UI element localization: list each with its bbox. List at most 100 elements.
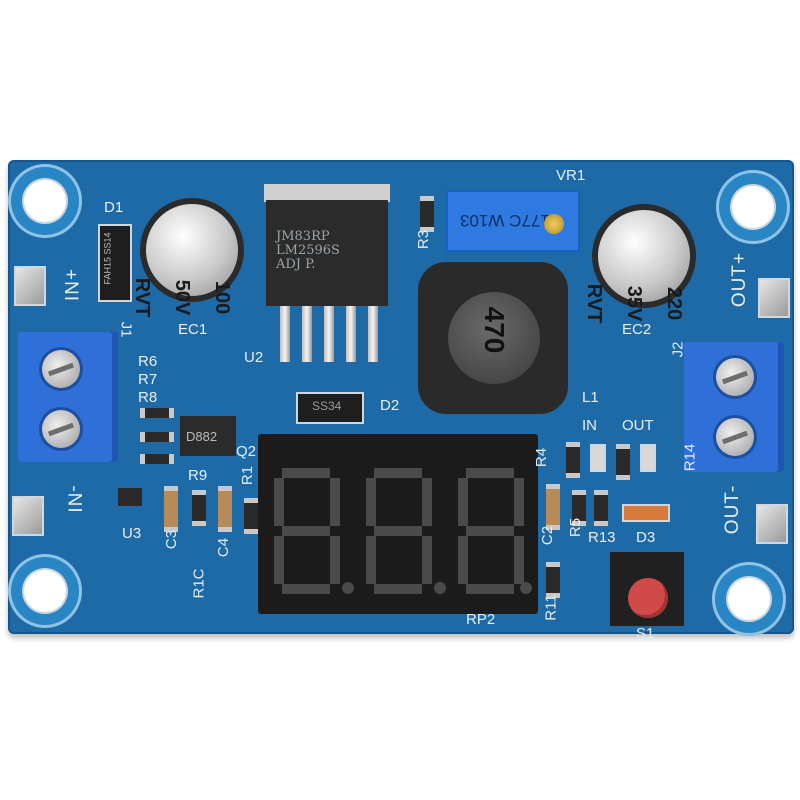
screw-icon[interactable] <box>42 350 80 388</box>
cap1-line3: RVT <box>131 277 153 318</box>
label-j2: J2 <box>669 341 687 358</box>
segment <box>514 478 524 526</box>
inductor-l1: 470 <box>418 262 568 414</box>
regulator-ic <box>266 200 388 306</box>
screw-icon[interactable] <box>42 410 80 448</box>
decimal-point <box>520 582 532 594</box>
label-r3: R3 <box>415 229 433 250</box>
label-s1: S1 <box>636 625 655 642</box>
cap2-line3: RVT <box>583 283 605 324</box>
segment <box>330 536 340 584</box>
capacitor-value: 100 50V RVT <box>131 252 252 332</box>
screw-icon[interactable] <box>716 418 754 456</box>
label-rp2: RP2 <box>466 611 496 628</box>
smd-resistor <box>616 444 630 480</box>
regulator-line1: JM83RP <box>276 229 330 244</box>
regulator-pin <box>368 306 378 362</box>
regulator-marking: JM83RP LM2596S ADJ P. <box>276 230 340 272</box>
regulator-tab <box>264 184 390 202</box>
inductor-core <box>448 292 540 384</box>
cap1-line2: 50V <box>171 279 193 316</box>
segment <box>458 478 468 526</box>
cap2-line2: 35V <box>623 285 645 322</box>
label-d2: D2 <box>380 397 400 414</box>
segment <box>514 536 524 584</box>
label-r14: R14 <box>681 443 699 472</box>
smd-transistor-u3 <box>118 488 142 506</box>
label-r6: R6 <box>138 353 158 370</box>
label-d1: D1 <box>104 199 124 216</box>
label-c3: C3 <box>163 529 181 550</box>
label-c2: C2 <box>539 525 557 546</box>
smd-resistor <box>140 408 174 418</box>
label-r9: R9 <box>188 467 208 484</box>
label-vr1: VR1 <box>556 167 586 184</box>
segment <box>282 468 330 478</box>
diode-d3 <box>622 504 670 522</box>
solder-pad <box>758 278 790 318</box>
segment <box>374 468 422 478</box>
inductor-value: 470 <box>479 306 510 354</box>
smd-resistor <box>140 432 174 442</box>
input-positive-label: +NI <box>60 268 82 303</box>
segment <box>374 526 422 536</box>
label-c4: C4 <box>215 537 233 558</box>
output-negative-label: OUT- <box>722 484 744 535</box>
regulator-pin <box>346 306 356 362</box>
label-l1: L1 <box>582 389 599 406</box>
regulator-pin <box>324 306 334 362</box>
cap2-line1: 220 <box>663 286 685 321</box>
label-j1: J1 <box>117 321 135 338</box>
smd-resistor <box>546 562 560 598</box>
segment <box>330 478 340 526</box>
trimmer-potentiometer[interactable]: 177C W103 <box>446 190 580 252</box>
solder-pad <box>14 266 46 306</box>
decimal-point <box>434 582 446 594</box>
segment <box>366 478 376 526</box>
smd-resistor <box>192 490 206 526</box>
label-r7: R7 <box>138 371 158 388</box>
mounting-hole-bottom-right <box>712 562 786 636</box>
diode-d2-marking: SS34 <box>312 399 342 413</box>
smd-resistor <box>140 454 174 464</box>
regulator-pin <box>280 306 290 362</box>
smd-resistor <box>420 196 434 232</box>
segment <box>422 536 432 584</box>
label-u3: U3 <box>122 525 142 542</box>
mounting-hole-top-left <box>8 164 82 238</box>
segment <box>366 536 376 584</box>
smd-capacitor <box>218 486 232 532</box>
segment <box>466 584 514 594</box>
adjust-screw-icon[interactable] <box>544 214 564 234</box>
label-r12: R1 <box>239 465 257 486</box>
label-r8: R8 <box>138 389 158 406</box>
led-out-indicator <box>640 444 656 472</box>
screw-icon[interactable] <box>716 358 754 396</box>
mounting-hole-bottom-left <box>8 554 82 628</box>
segment <box>274 536 284 584</box>
decimal-point <box>342 582 354 594</box>
smd-resistor <box>566 442 580 478</box>
smd-capacitor <box>164 486 178 532</box>
smd-capacitor <box>546 484 560 530</box>
segment <box>466 468 514 478</box>
mounting-hole-top-right <box>716 170 790 244</box>
solder-pad <box>12 496 44 536</box>
smd-resistor <box>572 490 586 526</box>
label-r11: R11 <box>542 594 560 621</box>
label-in: IN <box>582 417 597 434</box>
output-positive-label: OUT+ <box>729 251 751 308</box>
transistor-q2 <box>180 416 236 456</box>
label-r4: R4 <box>533 447 551 468</box>
electrolytic-capacitor-ec1 <box>146 204 238 296</box>
input-negative-label: -NI <box>63 485 85 514</box>
transistor-marking: D882 <box>186 429 218 444</box>
solder-pad <box>756 504 788 544</box>
diode-d2 <box>296 392 364 424</box>
trimpot-marking: 177C W103 <box>460 211 550 230</box>
segment <box>282 526 330 536</box>
diode-d1-marking: FAH15 SS14 <box>102 232 113 285</box>
push-button[interactable] <box>628 578 668 618</box>
led-in-indicator <box>590 444 606 472</box>
label-out: OUT <box>622 417 654 434</box>
